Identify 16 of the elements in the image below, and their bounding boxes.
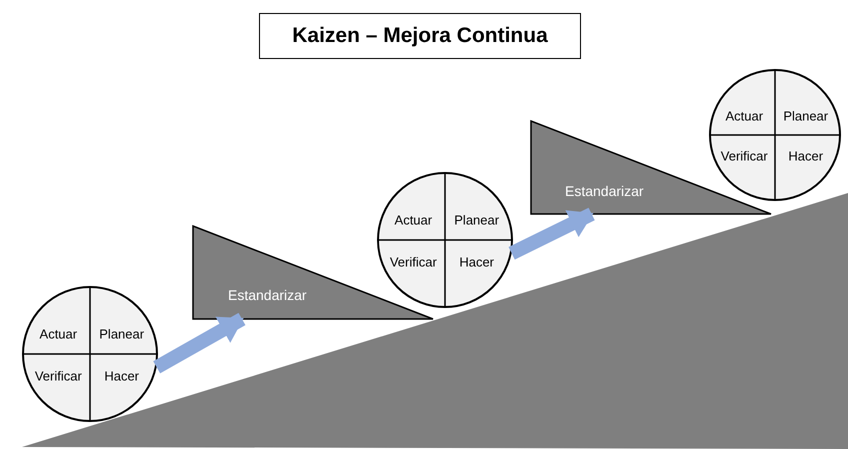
quadrant-label: Planear — [454, 212, 500, 228]
quadrant-label: Actuar — [394, 212, 432, 228]
block-arrow — [508, 208, 595, 260]
quadrant-label: Planear — [783, 108, 828, 124]
quadrant-label: Hacer — [104, 368, 140, 384]
quadrant-label: Actuar — [725, 108, 764, 124]
quadrant-label: Actuar — [40, 326, 78, 342]
title: Kaizen – Mejora Continua — [259, 13, 581, 59]
quadrant-label: Verificar — [34, 368, 82, 384]
step-label: Estandarizar — [565, 183, 644, 199]
quadrant-label: Verificar — [390, 254, 437, 270]
quadrant-label: Planear — [99, 326, 144, 342]
quadrant-label: Hacer — [788, 148, 824, 164]
quadrant-label: Hacer — [459, 254, 494, 270]
quadrant-label: Verificar — [720, 148, 768, 164]
step-label: Estandarizar — [228, 287, 307, 303]
